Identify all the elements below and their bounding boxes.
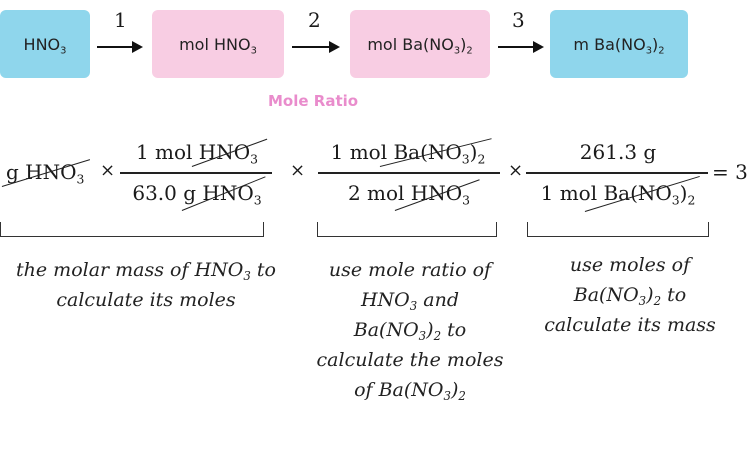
- step-2-label: 2: [308, 8, 321, 32]
- arrow-2: [292, 41, 340, 53]
- fraction3-denominator-text: 1 mol Ba(NO3)2: [540, 181, 696, 208]
- fraction1-denominator: 63.0 g HNO3: [112, 181, 282, 208]
- times-1: ×: [290, 160, 306, 181]
- box-mol-ba-no3-2: mol Ba(NO3)2: [350, 10, 490, 78]
- fraction3-numerator: 261.3 g: [526, 140, 710, 164]
- arrow-1: [97, 41, 143, 53]
- fraction3-numerator-text: 261.3 g: [579, 140, 657, 164]
- box-hno3: HNO3: [0, 10, 90, 78]
- note1-line2: calculate its moles: [56, 289, 236, 311]
- fraction1-line: [120, 172, 272, 174]
- note1-line1: the molar mass of HNO3 to: [16, 259, 276, 284]
- note3-line3: calculate its mass: [544, 314, 716, 336]
- box-m-ba-no3-2-label: m Ba(NO3)2: [573, 34, 665, 56]
- result: = 3: [712, 160, 748, 184]
- brace-2: [317, 222, 497, 237]
- fraction1-numerator-text: 1 mol HNO3: [135, 140, 259, 167]
- mole-ratio-label: Mole Ratio: [268, 92, 359, 110]
- note2-line1: use mole ratio of: [328, 259, 492, 281]
- note-mole-ratio: use mole ratio of HNO3 and Ba(NO3)2 to c…: [296, 255, 524, 405]
- fraction1-denominator-text: 63.0 g HNO3: [132, 181, 262, 208]
- box-m-ba-no3-2: m Ba(NO3)2: [550, 10, 688, 78]
- fraction1-numerator: 1 mol HNO3: [122, 140, 272, 167]
- note2-line2: HNO3 and: [360, 289, 460, 314]
- times-2: ×: [508, 160, 524, 181]
- box-hno3-label: HNO3: [23, 34, 67, 56]
- fraction2-denominator-text: 2 mol HNO3: [347, 181, 471, 208]
- fraction2-line: [318, 172, 500, 174]
- note3-line1: use moles of: [569, 254, 691, 276]
- fraction3-denominator: 1 mol Ba(NO3)2: [526, 181, 710, 208]
- note-moles-to-mass: use moles of Ba(NO3)2 to calculate its m…: [520, 250, 740, 340]
- note2-line4: calculate the moles: [316, 349, 504, 371]
- times-0: ×: [100, 160, 116, 181]
- box-mol-hno3-label: mol HNO3: [179, 34, 257, 56]
- fraction2-denominator: 2 mol HNO3: [318, 181, 500, 208]
- note2-line3: Ba(NO3)2 to: [353, 319, 467, 344]
- fraction3-line: [526, 172, 708, 174]
- note2-line5: of Ba(NO3)2: [354, 379, 466, 404]
- box-mol-ba-no3-2-label: mol Ba(NO3)2: [367, 34, 473, 56]
- arrow-3: [498, 41, 544, 53]
- box-mol-hno3: mol HNO3: [152, 10, 284, 78]
- note3-line2: Ba(NO3)2 to: [573, 284, 687, 309]
- brace-3: [527, 222, 709, 237]
- note-molar-mass: the molar mass of HNO3 to calculate its …: [0, 255, 296, 315]
- brace-1: [0, 222, 264, 237]
- step-1-label: 1: [114, 8, 127, 32]
- step-3-label: 3: [512, 8, 525, 32]
